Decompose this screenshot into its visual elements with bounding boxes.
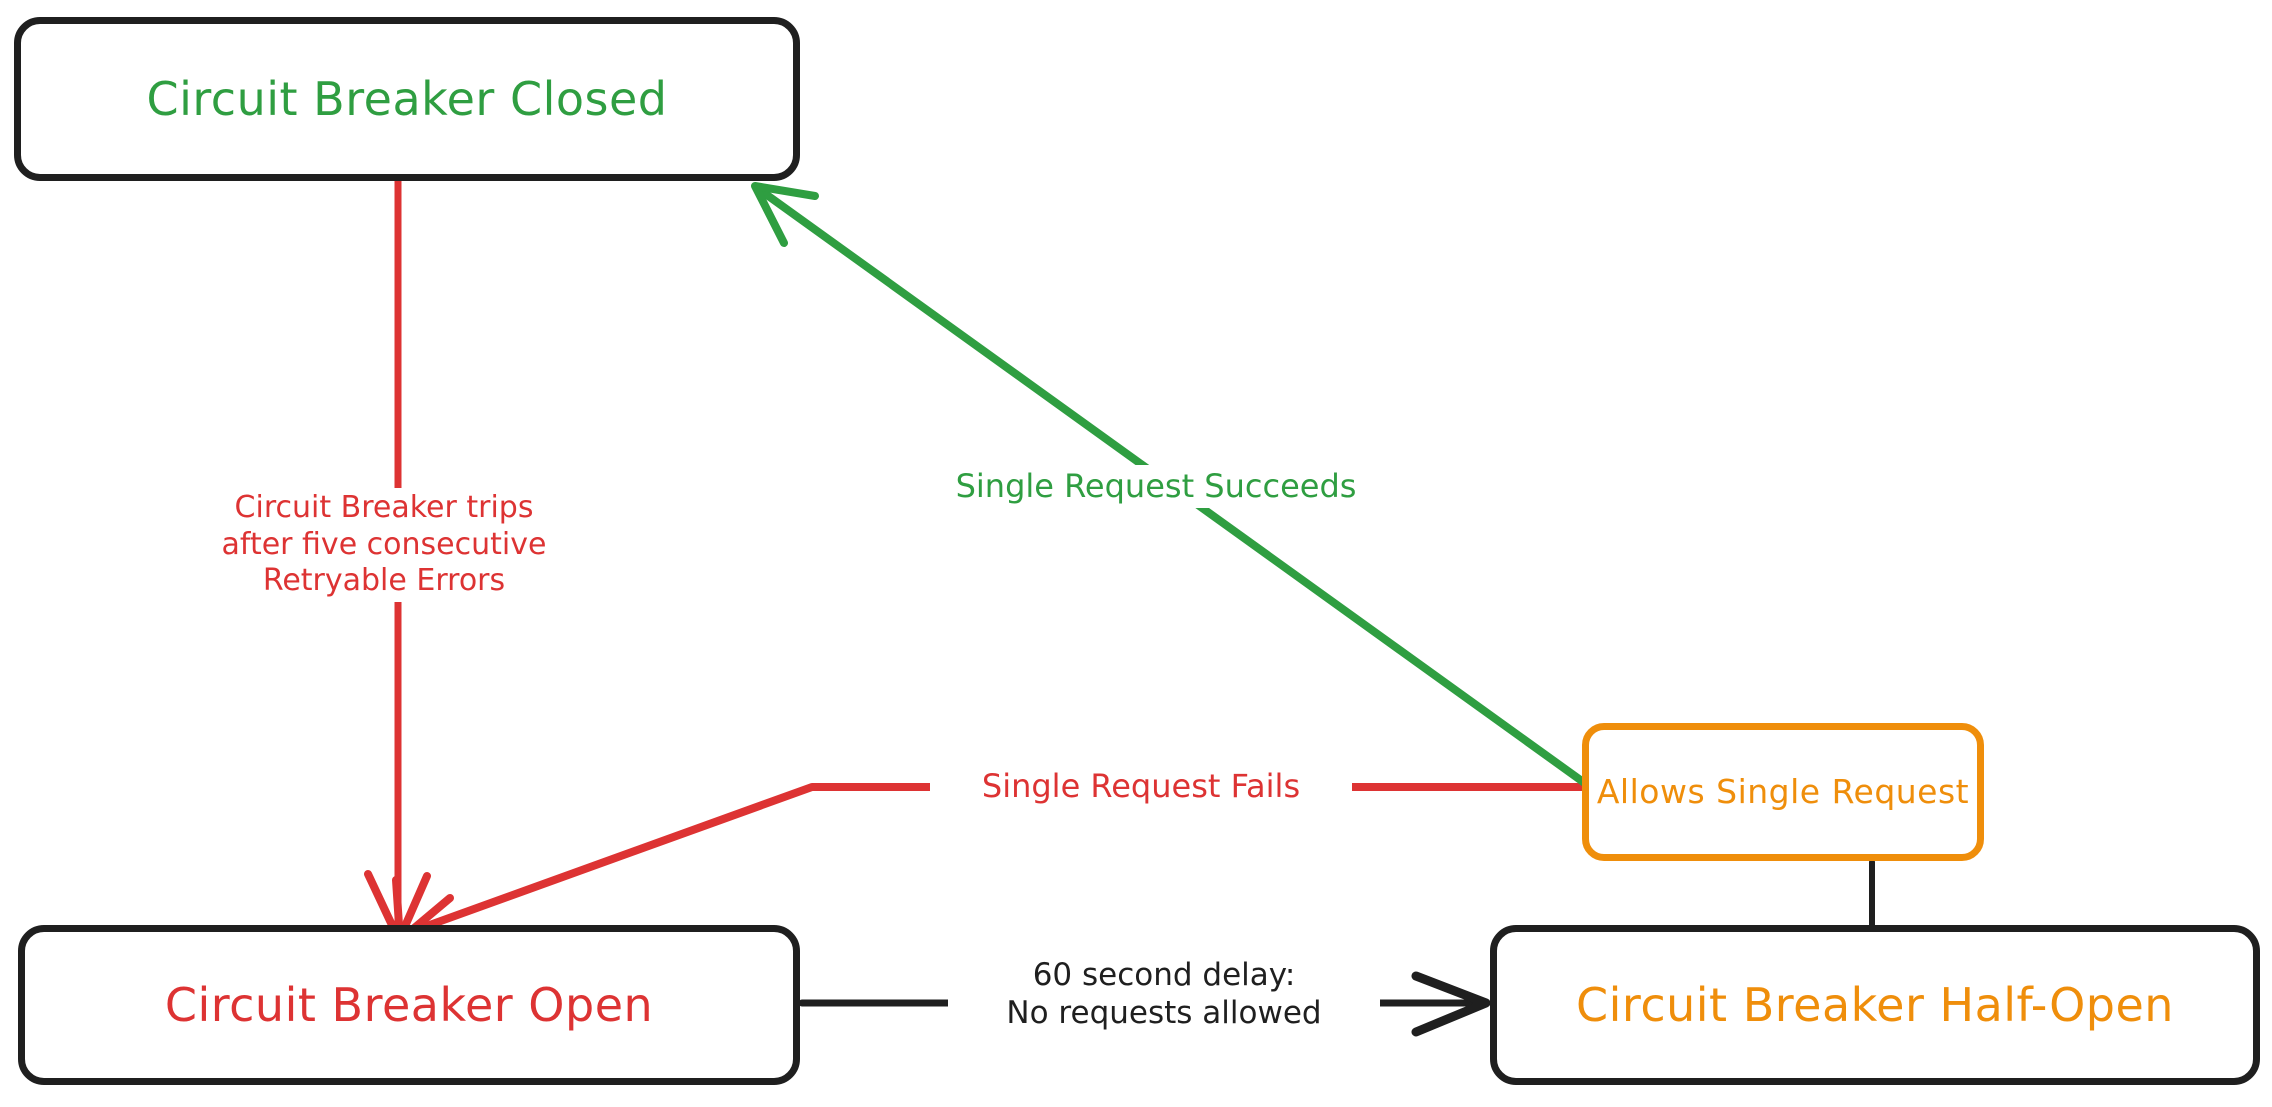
- edge-label-allows-to-closed: Single Request Succeeds: [900, 465, 1412, 509]
- edge-label-closed-to-open: Circuit Breaker trips after five consecu…: [178, 488, 590, 602]
- node-label-halfopen: Circuit Breaker Half-Open: [1576, 977, 2174, 1032]
- edge-allows-to-open: [392, 783, 1586, 944]
- edge-label-open-to-halfopen: 60 second delay: No requests allowed: [948, 955, 1380, 1035]
- node-allows-single-request[interactable]: Allows Single Request: [1582, 723, 1984, 861]
- node-circuit-breaker-open[interactable]: Circuit Breaker Open: [18, 925, 800, 1085]
- edge-label-allows-to-open: Single Request Fails: [930, 765, 1352, 809]
- node-circuit-breaker-closed[interactable]: Circuit Breaker Closed: [14, 17, 800, 181]
- node-label-closed: Circuit Breaker Closed: [146, 71, 668, 126]
- node-label-allows: Allows Single Request: [1596, 771, 1970, 811]
- node-circuit-breaker-half-open[interactable]: Circuit Breaker Half-Open: [1490, 925, 2260, 1085]
- node-label-open: Circuit Breaker Open: [164, 977, 654, 1032]
